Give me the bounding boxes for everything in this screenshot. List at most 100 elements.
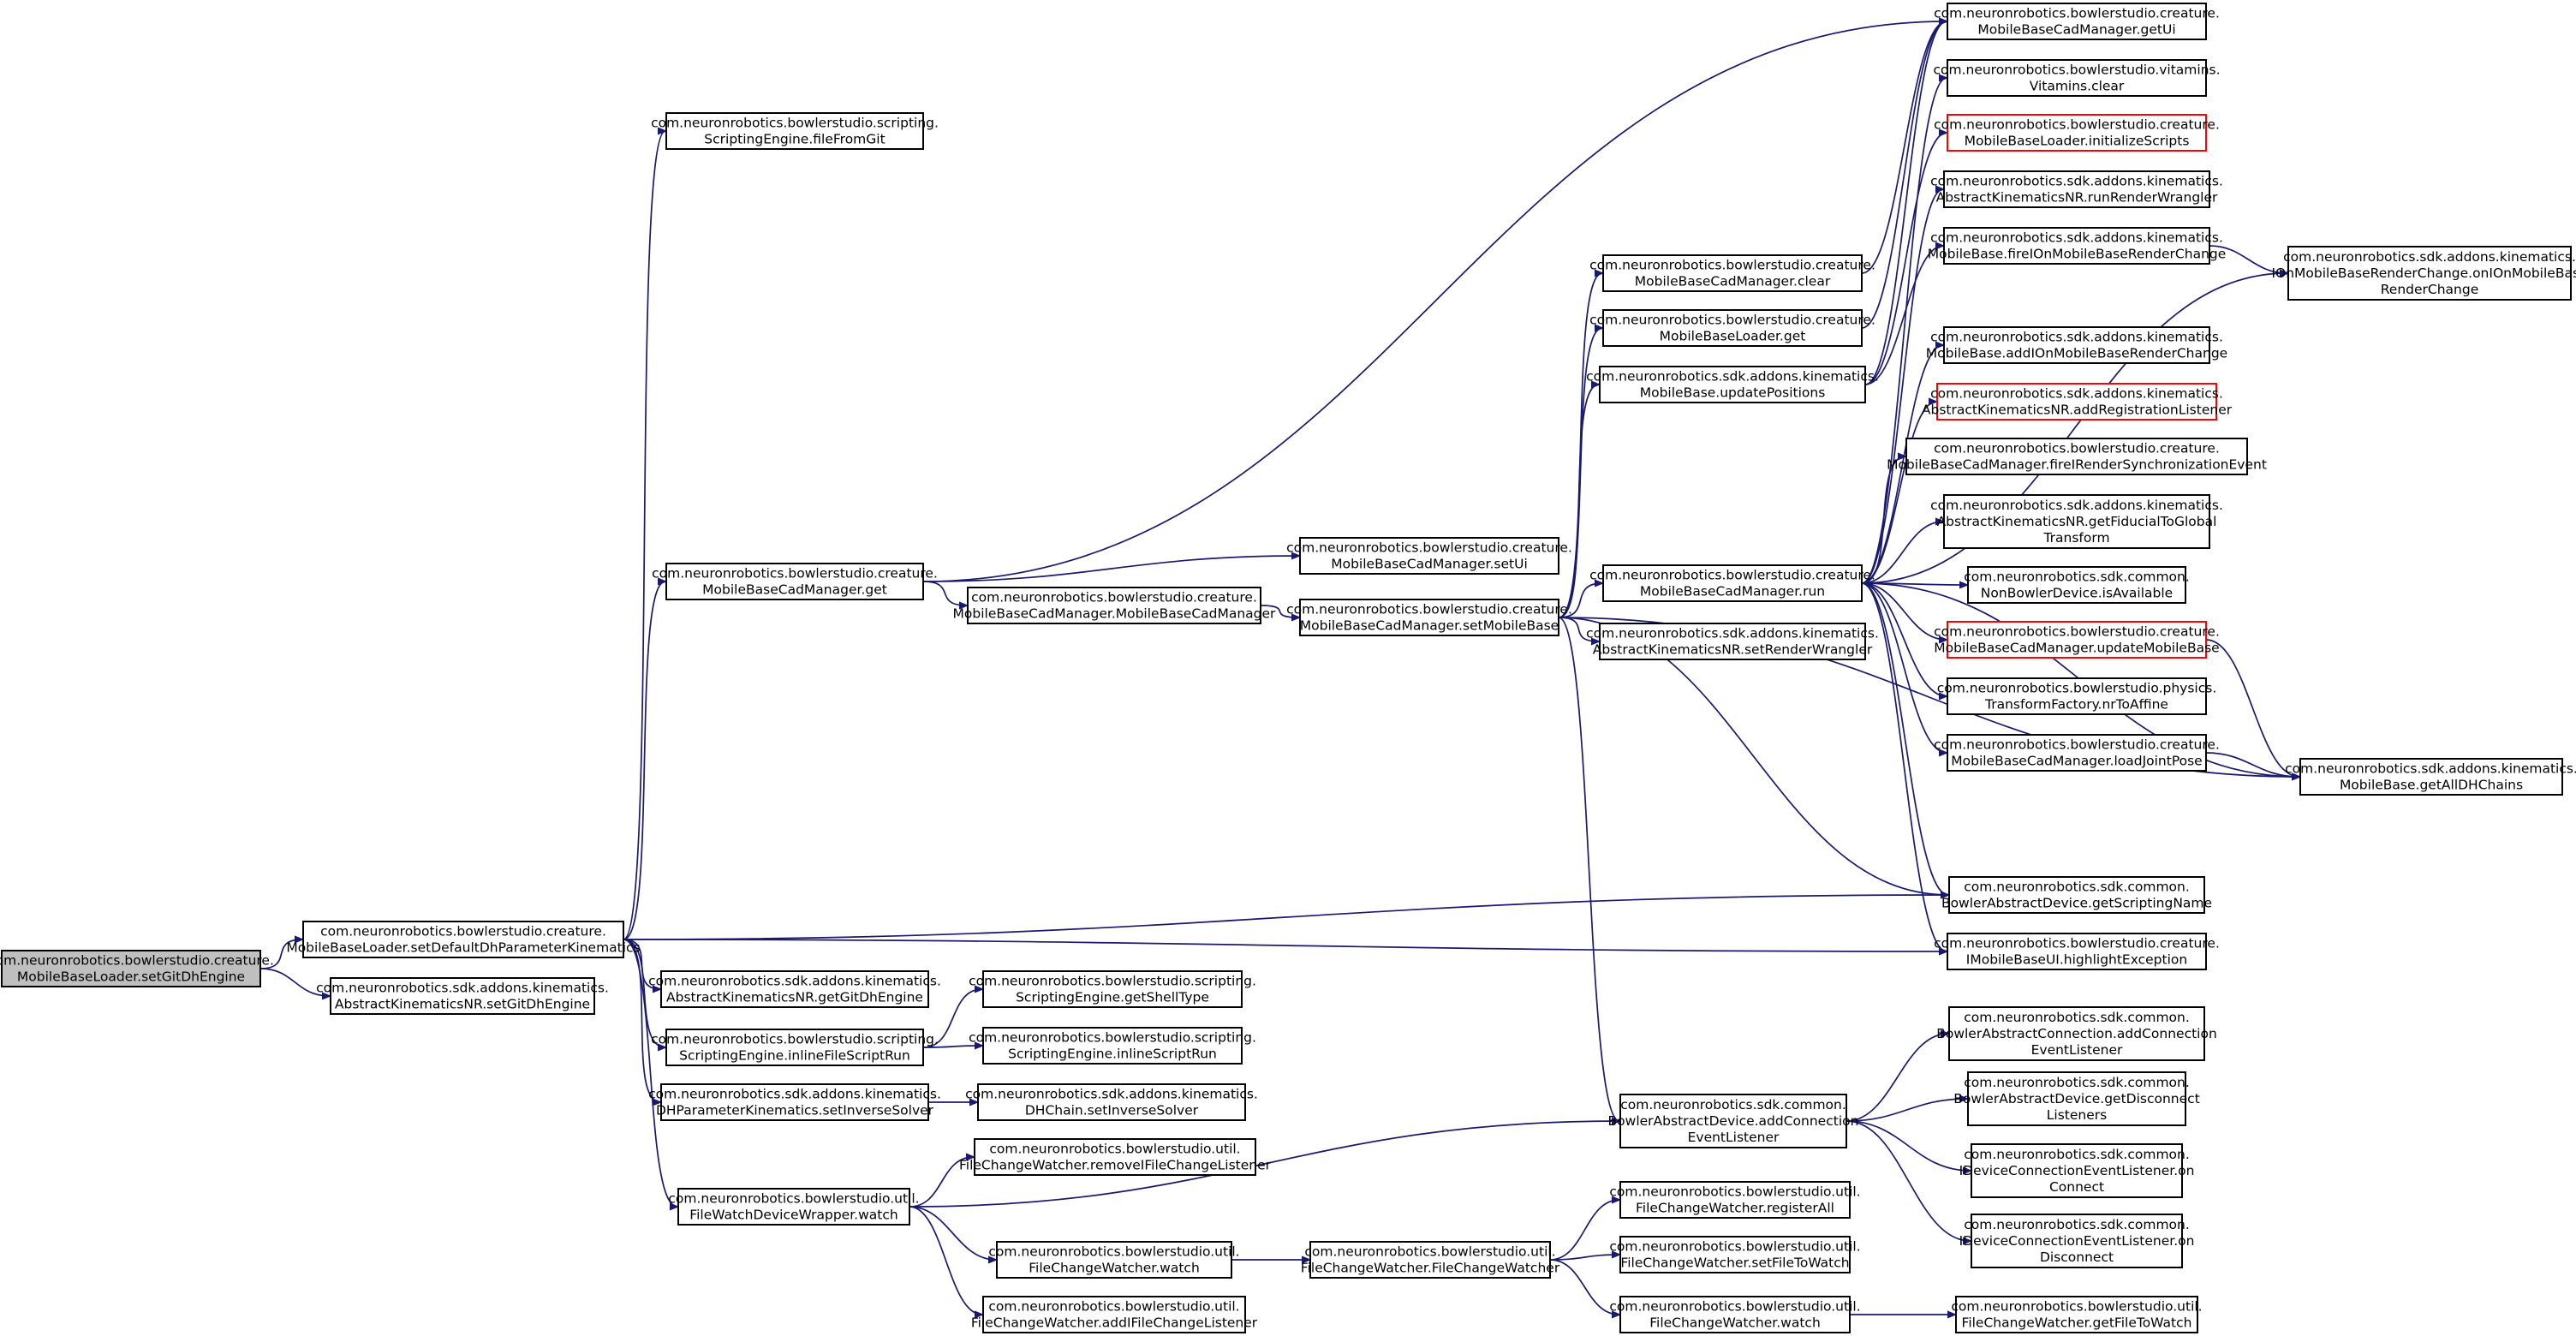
node-label-line: MobileBaseCadManager.setMobileBase: [1300, 618, 1559, 634]
node-getAllDH[interactable]: com.neuronrobotics.sdk.addons.kinematics…: [2285, 758, 2576, 796]
node-label-line: ScriptingEngine.inlineFileScriptRun: [679, 1048, 910, 1064]
node-label-line: com.neuronrobotics.bowlerstudio.creature…: [1934, 6, 2220, 21]
node-label-line: Disconnect: [2040, 1250, 2114, 1265]
node-getDisc[interactable]: com.neuronrobotics.sdk.common.BowlerAbst…: [1953, 1071, 2200, 1126]
node-label-line: MobileBase.fireIOnMobileBaseRenderChange: [1928, 247, 2227, 262]
node-setMobileBase[interactable]: com.neuronrobotics.bowlerstudio.creature…: [1286, 599, 1572, 636]
node-onDisconnect[interactable]: com.neuronrobotics.sdk.common.IDeviceCon…: [1959, 1214, 2195, 1268]
node-inlineFile[interactable]: com.neuronrobotics.bowlerstudio.scriptin…: [651, 1029, 939, 1066]
node-getUi[interactable]: com.neuronrobotics.bowlerstudio.creature…: [1934, 3, 2220, 40]
node-box: [1947, 621, 2207, 659]
node-label-line: IMobileBaseUI.highlightException: [1966, 952, 2187, 968]
node-setDefault[interactable]: com.neuronrobotics.bowlerstudio.creature…: [286, 921, 641, 958]
node-box: [974, 1138, 1256, 1176]
node-runRW[interactable]: com.neuronrobotics.sdk.addons.kinematics…: [1930, 170, 2223, 208]
node-label-line: ScriptingEngine.inlineScriptRun: [1008, 1047, 1217, 1062]
node-nrToAffine[interactable]: com.neuronrobotics.bowlerstudio.physics.…: [1937, 677, 2217, 715]
node-setInvSolver[interactable]: com.neuronrobotics.sdk.addons.kinematics…: [648, 1083, 941, 1121]
node-box: [1943, 326, 2210, 364]
node-isAvail[interactable]: com.neuronrobotics.sdk.common.NonBowlerD…: [1964, 566, 2190, 604]
edge-setDefault-to-inlineFile: [623, 939, 665, 1047]
node-label-line: MobileBaseCadManager.loadJointPose: [1951, 754, 2202, 769]
node-box: [665, 1029, 924, 1066]
node-label-line: com.neuronrobotics.sdk.common.: [1964, 1010, 2190, 1025]
node-label-line: IOnMobileBaseRenderChange.onIOnMobileBas…: [2271, 265, 2576, 281]
node-setFileToWatch[interactable]: com.neuronrobotics.bowlerstudio.util.Fil…: [1609, 1236, 1861, 1273]
node-label-line: MobileBase.updatePositions: [1640, 385, 1826, 401]
node-fireIOn[interactable]: com.neuronrobotics.sdk.addons.kinematics…: [1928, 227, 2227, 265]
node-label-line: MobileBaseCadManager.setUi: [1331, 557, 1528, 572]
node-inlineScript[interactable]: com.neuronrobotics.bowlerstudio.scriptin…: [969, 1027, 1256, 1065]
node-updateMB[interactable]: com.neuronrobotics.bowlerstudio.creature…: [1934, 621, 2220, 659]
node-removeFCL[interactable]: com.neuronrobotics.bowlerstudio.util.Fil…: [959, 1138, 1272, 1176]
node-getShell[interactable]: com.neuronrobotics.bowlerstudio.scriptin…: [969, 970, 1256, 1008]
node-label-line: BowlerAbstractDevice.getDisconnect: [1953, 1091, 2200, 1106]
node-label-line: DHParameterKinematics.setInverseSolver: [656, 1103, 934, 1118]
edge-cadRun-to-fidToGlobal: [1861, 522, 1943, 584]
node-root[interactable]: com.neuronrobotics.bowlerstudio.creature…: [0, 950, 274, 987]
node-bacAddConn[interactable]: com.neuronrobotics.sdk.common.BowlerAbst…: [1936, 1006, 2217, 1061]
node-label-line: com.neuronrobotics.bowlerstudio.scriptin…: [651, 116, 939, 131]
node-initScripts[interactable]: com.neuronrobotics.bowlerstudio.creature…: [1934, 114, 2220, 152]
node-label-line: com.neuronrobotics.bowlerstudio.util.: [1951, 1299, 2202, 1315]
node-label-line: com.neuronrobotics.sdk.addons.kinematics…: [1930, 386, 2223, 402]
node-label-line: com.neuronrobotics.sdk.addons.kinematics…: [2285, 761, 2576, 777]
node-label-line: com.neuronrobotics.sdk.addons.kinematics…: [1930, 330, 2223, 345]
node-addIOn[interactable]: com.neuronrobotics.sdk.addons.kinematics…: [1926, 326, 2227, 364]
edge-setMobileBase-to-loaderGet: [1558, 328, 1602, 618]
node-nrSetGit[interactable]: com.neuronrobotics.sdk.addons.kinematics…: [316, 977, 609, 1015]
node-box: [982, 1296, 1246, 1333]
node-addConnListener[interactable]: com.neuronrobotics.sdk.common.BowlerAbst…: [1608, 1094, 1859, 1148]
node-loadJoint[interactable]: com.neuronrobotics.bowlerstudio.creature…: [1934, 734, 2220, 772]
node-getFileToWatch[interactable]: com.neuronrobotics.bowlerstudio.util.Fil…: [1951, 1296, 2203, 1333]
node-addReg[interactable]: com.neuronrobotics.sdk.addons.kinematics…: [1922, 383, 2233, 420]
node-cadRun[interactable]: com.neuronrobotics.bowlerstudio.creature…: [1589, 564, 1875, 602]
node-label-line: com.neuronrobotics.sdk.addons.kinematics…: [648, 974, 941, 989]
node-label-line: com.neuronrobotics.bowlerstudio.creature…: [1934, 936, 2220, 951]
node-getGitDh[interactable]: com.neuronrobotics.sdk.addons.kinematics…: [648, 970, 941, 1008]
edge-fcwCtor-to-fcwWatch2: [1549, 1259, 1619, 1315]
node-fileFromGit[interactable]: com.neuronrobotics.bowlerstudio.scriptin…: [651, 112, 939, 150]
node-getScripting[interactable]: com.neuronrobotics.sdk.common.BowlerAbst…: [1941, 876, 2212, 914]
node-loaderGet[interactable]: com.neuronrobotics.bowlerstudio.creature…: [1589, 309, 1875, 347]
node-label-line: com.neuronrobotics.bowlerstudio.scriptin…: [969, 974, 1256, 989]
node-fcwWatch2[interactable]: com.neuronrobotics.bowlerstudio.util.Fil…: [1609, 1296, 1861, 1333]
node-registerAll[interactable]: com.neuronrobotics.bowlerstudio.util.Fil…: [1609, 1181, 1861, 1219]
edge-updateMB-to-getAllDH: [2205, 639, 2299, 777]
node-setRW[interactable]: com.neuronrobotics.sdk.addons.kinematics…: [1586, 623, 1879, 660]
node-chainInv[interactable]: com.neuronrobotics.sdk.addons.kinematics…: [965, 1083, 1258, 1121]
node-highlightEx[interactable]: com.neuronrobotics.bowlerstudio.creature…: [1934, 933, 2220, 970]
edge-setDefault-to-highlightEx: [623, 939, 1947, 951]
node-box: [677, 1188, 910, 1226]
node-updatePositions[interactable]: com.neuronrobotics.sdk.addons.kinematics…: [1586, 366, 1879, 403]
node-label-line: BowlerAbstractDevice.addConnection: [1608, 1113, 1859, 1129]
node-label-line: com.neuronrobotics.bowlerstudio.creature…: [1286, 540, 1572, 556]
node-box: [1905, 438, 2248, 475]
node-label-line: com.neuronrobotics.sdk.common.: [1964, 1217, 2190, 1232]
node-fcwCtor[interactable]: com.neuronrobotics.bowlerstudio.util.Fil…: [1301, 1241, 1560, 1279]
node-label-line: com.neuronrobotics.bowlerstudio.util.: [989, 1142, 1240, 1157]
node-fireSync[interactable]: com.neuronrobotics.bowlerstudio.creature…: [1887, 438, 2267, 475]
node-onIOn[interactable]: com.neuronrobotics.sdk.addons.kinematics…: [2271, 246, 2576, 301]
node-cadClear[interactable]: com.neuronrobotics.bowlerstudio.creature…: [1589, 254, 1875, 292]
node-fwdWatch[interactable]: com.neuronrobotics.bowlerstudio.util.Fil…: [668, 1188, 920, 1226]
node-cadCtor[interactable]: com.neuronrobotics.bowlerstudio.creature…: [953, 587, 1277, 624]
node-fidToGlobal[interactable]: com.neuronrobotics.sdk.addons.kinematics…: [1930, 494, 2223, 549]
node-onConnect[interactable]: com.neuronrobotics.sdk.common.IDeviceCon…: [1959, 1143, 2195, 1198]
node-label-line: AbstractKinematicsNR.getFiducialToGlobal: [1937, 514, 2217, 529]
node-fcwWatch[interactable]: com.neuronrobotics.bowlerstudio.util.Fil…: [988, 1241, 1240, 1279]
edge-addConnListener-to-bacAddConn: [1846, 1034, 1948, 1122]
node-setUi[interactable]: com.neuronrobotics.bowlerstudio.creature…: [1286, 537, 1572, 575]
node-label-line: FileChangeWatcher.watch: [1029, 1261, 1200, 1276]
node-label-line: NonBowlerDevice.isAvailable: [1981, 586, 2173, 601]
node-addFCL[interactable]: com.neuronrobotics.bowlerstudio.util.Fil…: [971, 1296, 1258, 1333]
node-box: [1936, 383, 2217, 420]
node-vitClear[interactable]: com.neuronrobotics.bowlerstudio.vitamins…: [1933, 59, 2221, 97]
node-cadGet[interactable]: com.neuronrobotics.bowlerstudio.creature…: [652, 563, 938, 600]
node-label-line: com.neuronrobotics.bowlerstudio.creature…: [971, 590, 1257, 605]
edge-updatePositions-to-fireIOn: [1864, 246, 1943, 385]
edge-fireIOn-to-onIOn: [2209, 245, 2287, 273]
node-box: [1971, 1214, 2183, 1268]
node-label-line: MobileBaseCadManager.MobileBaseCadManage…: [953, 606, 1277, 622]
